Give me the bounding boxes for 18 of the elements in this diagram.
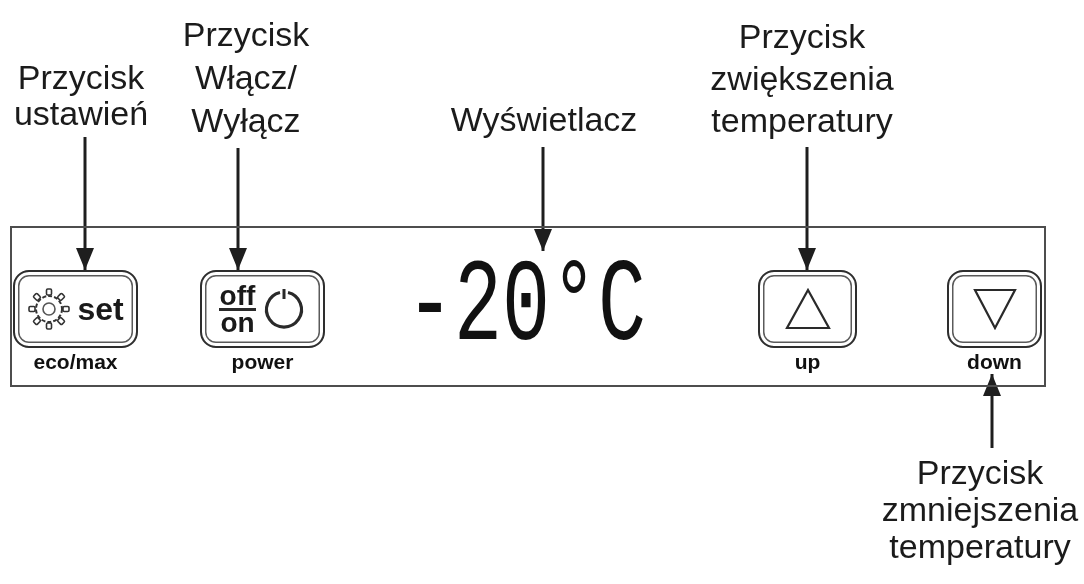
set-button: set [13, 270, 138, 348]
leader-arrow [798, 147, 816, 270]
button-caption: eco/max [33, 350, 118, 374]
leader-arrow [983, 374, 1001, 448]
button-caption: down [967, 350, 1022, 374]
leader-arrow [229, 148, 247, 270]
callout-label: Wyświetlacz [450, 98, 638, 141]
leader-arrow [76, 137, 94, 270]
callout-label: Przycisk zwiększenia temperatury [710, 15, 894, 141]
callout-label: Przycisk zmniejszenia temperatury [881, 454, 1079, 565]
callout-label: Przycisk Włącz/ Wyłącz [182, 13, 310, 142]
power-button: off on [200, 270, 325, 348]
leader-arrow [534, 147, 552, 251]
button-caption: power [231, 350, 294, 374]
control-panel [10, 226, 1046, 387]
temperature-display: -20°C [406, 251, 647, 367]
button-caption: up [794, 350, 821, 374]
callout-label: Przycisk ustawień [13, 59, 149, 131]
